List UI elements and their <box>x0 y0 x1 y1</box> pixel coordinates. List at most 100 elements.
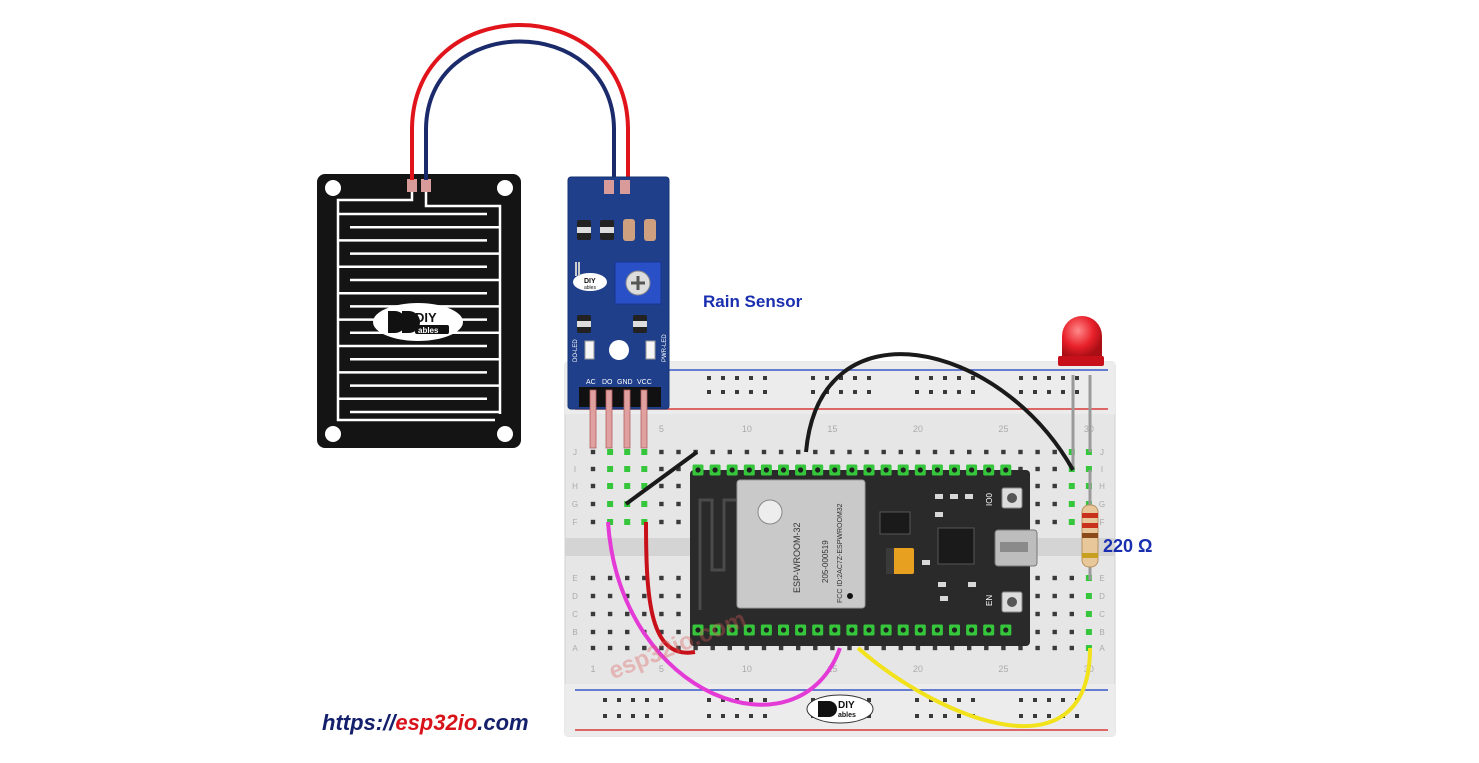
mount-hole <box>497 180 513 196</box>
breadboard-hole <box>625 629 630 635</box>
breadboard-hole <box>744 645 750 651</box>
rail-hole <box>867 698 871 702</box>
mount-hole <box>325 180 341 196</box>
pin-label-ac: AC <box>586 379 596 386</box>
breadboard-hole <box>1018 645 1023 651</box>
row-letter: C <box>572 610 578 619</box>
rail-hole <box>763 714 767 718</box>
rail-hole <box>811 376 815 380</box>
row-letter: C <box>1099 610 1105 619</box>
rail-hole <box>957 390 961 394</box>
rail-hole <box>707 714 711 718</box>
connected-hole <box>1068 483 1075 489</box>
breadboard-hole <box>590 466 596 472</box>
en-label: EN <box>985 595 994 606</box>
column-number: 20 <box>913 424 923 434</box>
breadboard-hole <box>796 449 801 455</box>
rail-hole <box>943 714 947 718</box>
breadboard-hole <box>642 611 647 617</box>
row-letter: F <box>573 518 578 527</box>
rail-hole <box>1061 376 1065 380</box>
breadboard-hole <box>1052 501 1057 507</box>
rail-hole <box>645 714 649 718</box>
esp32-pins <box>692 464 1012 636</box>
breadboard-hole <box>1052 575 1057 581</box>
rail-hole <box>1061 698 1065 702</box>
row-letter: E <box>572 574 577 583</box>
rail-hole <box>763 698 767 702</box>
breadboard-hole <box>898 449 903 455</box>
breadboard-hole <box>1035 593 1040 599</box>
breadboard-hole <box>761 645 767 651</box>
module-logo-subtext: ables <box>584 285 596 291</box>
pwr-led <box>645 340 656 360</box>
rail-hole <box>617 714 621 718</box>
breadboard-hole <box>676 645 681 651</box>
rail-hole <box>811 390 815 394</box>
rail-hole <box>1047 390 1051 394</box>
rail-hole <box>943 698 947 702</box>
connected-hole <box>1085 466 1092 472</box>
resistor-label: 220 Ω <box>1103 536 1153 556</box>
rain-sensor-pad: DIY ables <box>317 174 521 448</box>
pin-header <box>579 387 661 407</box>
rain-sensor-label: Rain Sensor <box>703 292 803 311</box>
pad-traces <box>336 192 502 422</box>
rail-hole <box>867 376 871 380</box>
site-url[interactable]: https://esp32io.com <box>322 710 529 736</box>
breadboard-hole <box>830 449 835 455</box>
connected-hole <box>1068 519 1075 525</box>
breadboard-hole <box>1052 449 1057 455</box>
breadboard-hole <box>1052 629 1057 635</box>
module-cert-text: 205-000519 <box>821 540 830 583</box>
breadboard-hole <box>659 611 664 617</box>
breadboard-hole <box>590 575 596 581</box>
logo-text: DIY <box>415 310 437 325</box>
breadboard-hole <box>1035 645 1040 651</box>
connected-hole <box>607 501 614 507</box>
breadboard-hole <box>710 645 715 651</box>
rain-sensor-module: DIY ables DO-LED PWR-LED AC DO GND VCC <box>567 176 670 449</box>
breadboard-hole <box>625 593 630 599</box>
breadboard-hole <box>778 645 784 651</box>
breadboard-hole <box>710 449 715 455</box>
rail-hole <box>929 390 933 394</box>
breadboard-hole <box>796 645 801 651</box>
breadboard-hole <box>590 593 596 599</box>
rail-hole <box>971 698 975 702</box>
rail-hole <box>721 390 725 394</box>
breadboard-hole <box>659 449 664 455</box>
breadboard-hole <box>881 645 886 651</box>
row-letter: B <box>1099 628 1104 637</box>
pin-label-vcc: VCC <box>637 379 652 386</box>
rail-hole <box>645 698 649 702</box>
rail-hole <box>1075 390 1079 394</box>
breadboard-hole <box>676 483 681 489</box>
rail-hole <box>707 390 711 394</box>
breadboard-hole <box>761 449 767 455</box>
column-number: 10 <box>742 664 752 674</box>
rail-hole <box>1047 698 1051 702</box>
rail-hole <box>1033 376 1037 380</box>
connected-hole <box>624 483 631 489</box>
breadboard-hole <box>1069 645 1074 651</box>
breadboard-hole <box>932 449 938 455</box>
pcb-antenna <box>698 498 736 572</box>
rail-hole <box>1075 376 1079 380</box>
rail-hole <box>763 390 767 394</box>
rail-hole <box>603 698 607 702</box>
rail-hole <box>749 376 753 380</box>
breadboard-hole <box>967 449 972 455</box>
rail-hole <box>929 714 933 718</box>
wire-magenta-signal <box>606 521 842 707</box>
breadboard-hole <box>659 575 664 581</box>
breadboard-hole <box>676 501 681 507</box>
rail-hole <box>735 390 739 394</box>
breadboard-hole <box>864 449 869 455</box>
wire-red-sensor <box>410 23 630 180</box>
rail-hole <box>631 714 635 718</box>
breadboard-hole <box>1035 501 1040 507</box>
resistor-220-ohm <box>1081 470 1099 580</box>
breadboard-hole <box>590 611 596 617</box>
